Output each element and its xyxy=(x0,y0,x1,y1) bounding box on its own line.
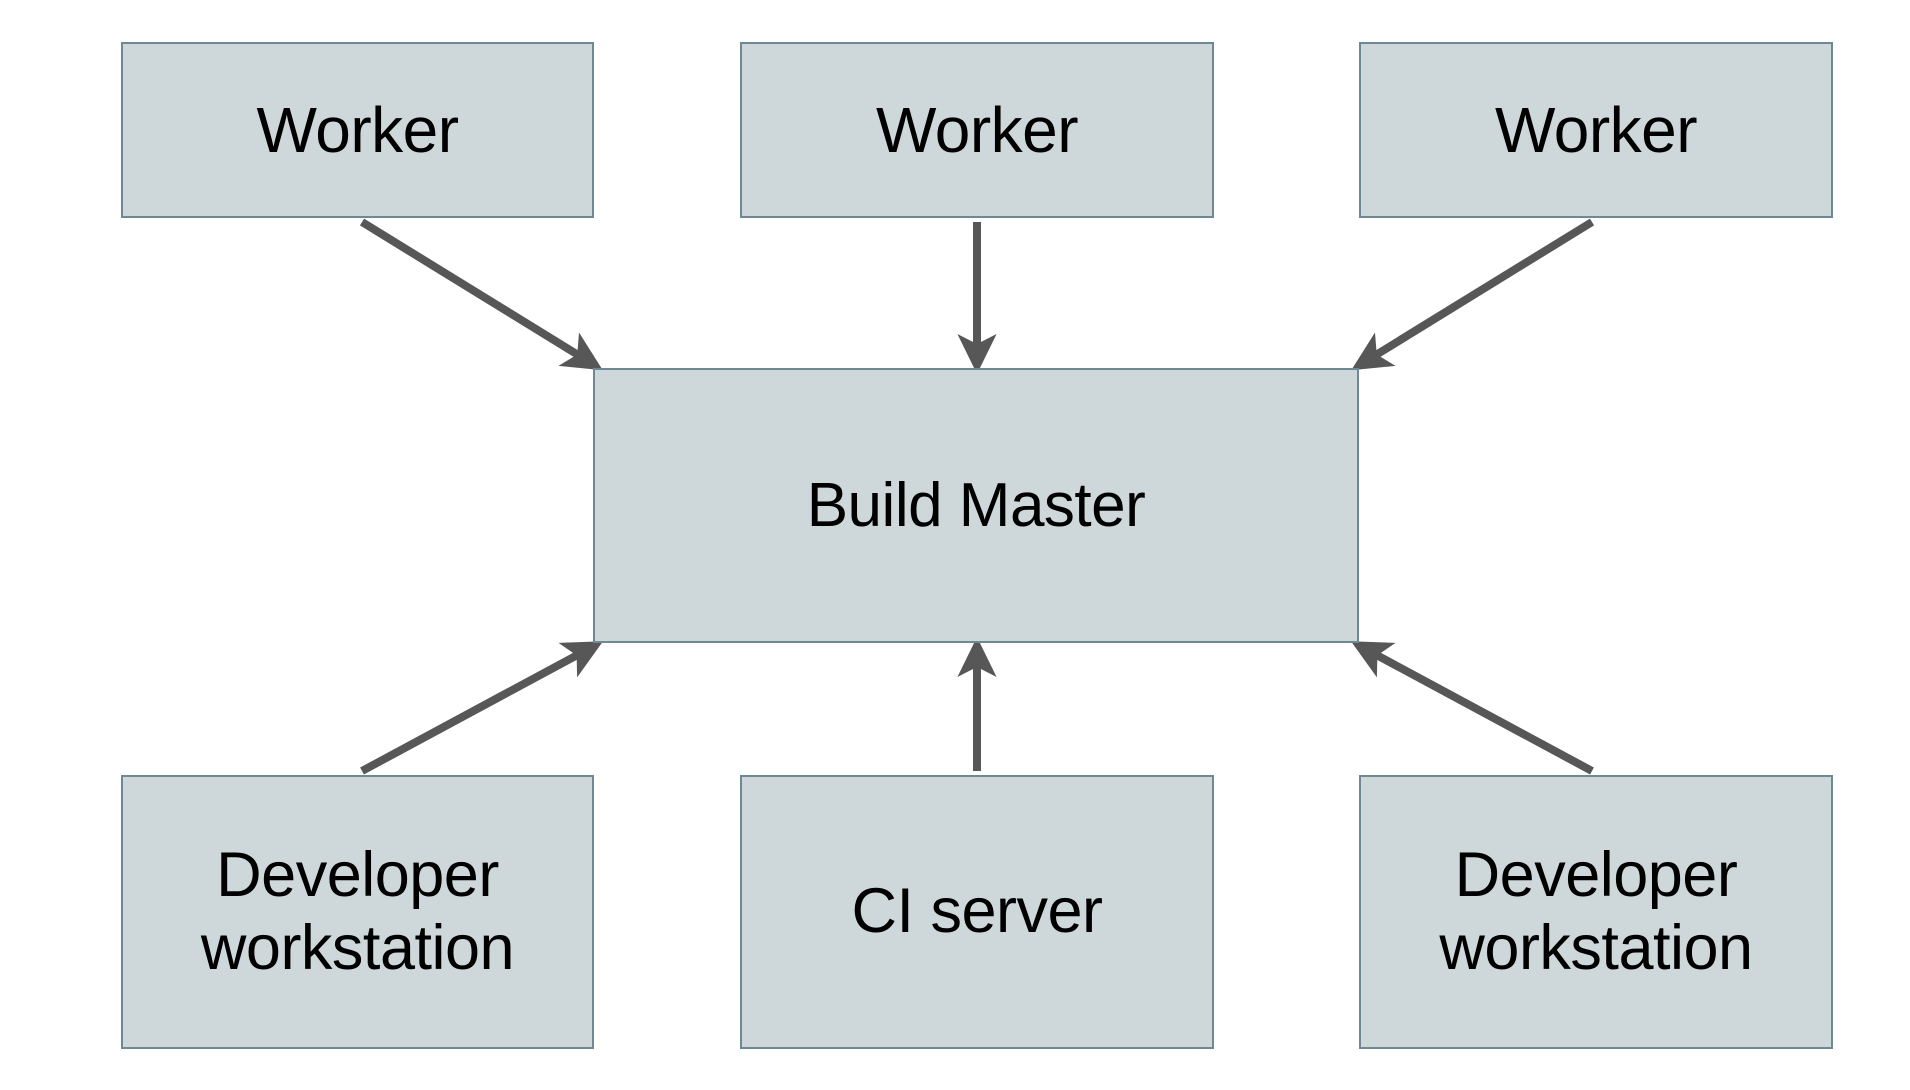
node-developer-workstation-left-label: Developer workstation xyxy=(200,839,515,983)
node-worker-1[interactable]: Worker xyxy=(121,42,594,218)
edge-developer-workstation-right-to-build-master xyxy=(1350,641,1594,775)
node-developer-workstation-right-label: Developer workstation xyxy=(1439,839,1753,983)
node-build-master[interactable]: Build Master xyxy=(593,368,1359,643)
node-build-master-label: Build Master xyxy=(806,470,1146,540)
node-worker-3-label: Worker xyxy=(1494,93,1698,166)
node-ci-server[interactable]: CI server xyxy=(740,775,1214,1049)
node-developer-workstation-left[interactable]: Developer workstation xyxy=(121,775,594,1049)
node-worker-2[interactable]: Worker xyxy=(740,42,1214,218)
node-worker-1-label: Worker xyxy=(256,93,459,166)
edge-worker-1-to-build-master xyxy=(359,218,603,371)
node-worker-2-label: Worker xyxy=(875,93,1079,166)
node-ci-server-label: CI server xyxy=(851,876,1103,947)
node-developer-workstation-right[interactable]: Developer workstation xyxy=(1359,775,1833,1049)
edge-developer-workstation-left-to-build-master xyxy=(360,641,604,775)
node-worker-3[interactable]: Worker xyxy=(1359,42,1833,218)
edge-worker-3-to-build-master xyxy=(1351,218,1595,371)
